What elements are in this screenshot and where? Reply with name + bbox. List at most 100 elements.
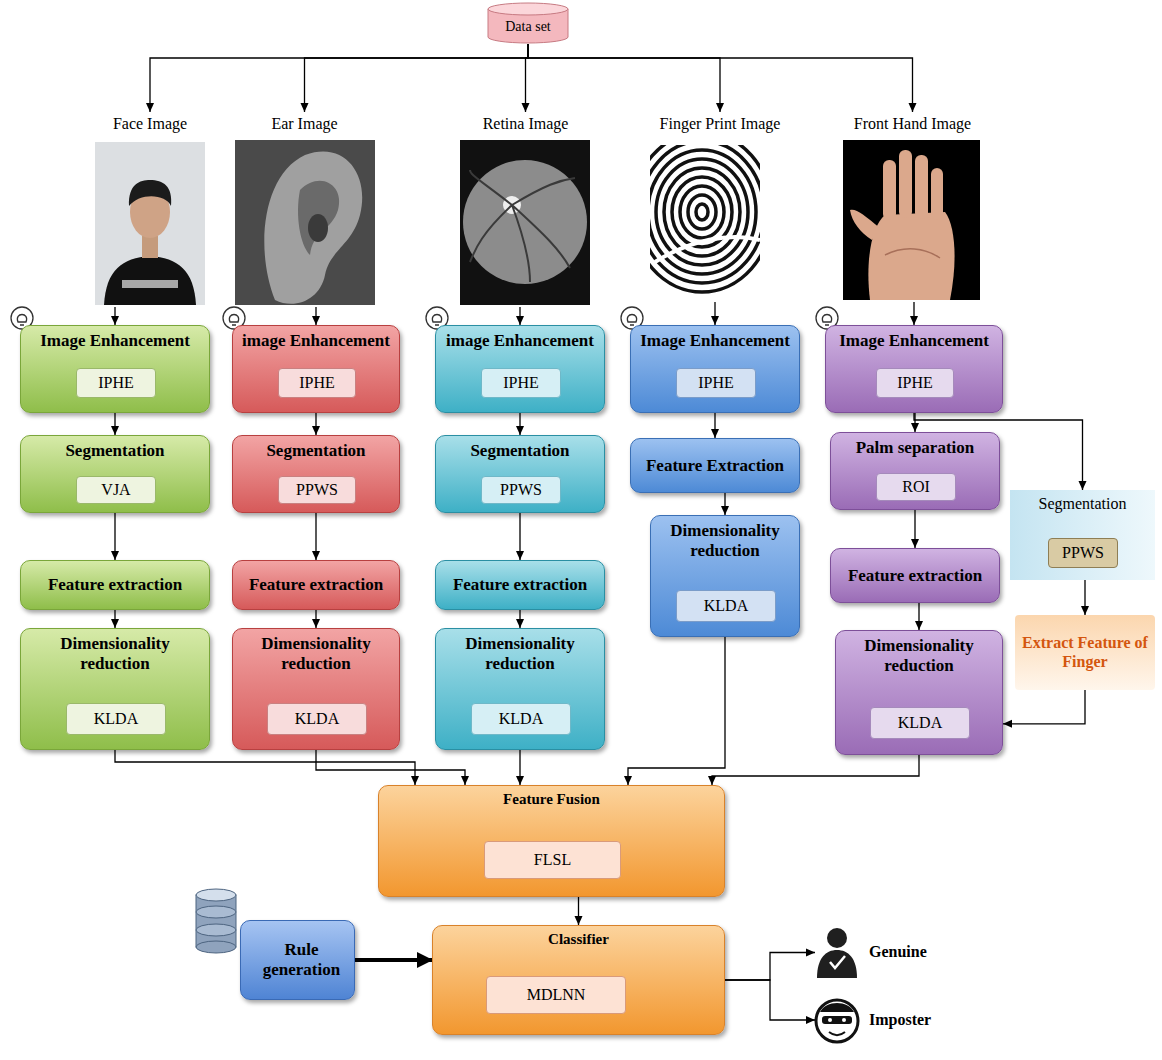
- image-panel: Ear Image: [232, 112, 377, 307]
- stage-box: SegmentationPPWS: [232, 435, 400, 513]
- connector: [578, 897, 579, 925]
- connector: [315, 610, 316, 628]
- node-text: FLSL: [534, 851, 571, 869]
- connector: [714, 413, 715, 438]
- node-text: Segmentation: [1014, 495, 1151, 513]
- stage-box: Image EnhancementIPHE: [20, 325, 210, 413]
- node-text: Front Hand Image: [835, 112, 990, 133]
- image-panel: Retina Image: [458, 112, 593, 307]
- method-box: PPWS: [481, 476, 561, 504]
- process-box: Feature extraction: [435, 560, 605, 610]
- method-box: IPHE: [481, 368, 561, 398]
- node-text: Genuine: [869, 943, 927, 961]
- node-text: Feature Fusion: [383, 791, 720, 808]
- connector: [150, 44, 528, 112]
- connector: [115, 750, 415, 785]
- node-text: Image Enhancement: [830, 331, 998, 351]
- stage-box: SegmentationPPWS: [1010, 490, 1155, 580]
- connector: [519, 750, 520, 785]
- connector: [519, 307, 520, 325]
- process-box: Feature extraction: [232, 560, 400, 610]
- node-text: Face Image: [85, 112, 215, 133]
- node-text: Dimensionality reduction: [840, 636, 998, 675]
- connector: [315, 513, 316, 560]
- connector: [114, 513, 115, 560]
- stage-box: Dimensionality reductionKLDA: [232, 628, 400, 750]
- node-text: image Enhancement: [237, 331, 395, 351]
- node-text: ROI: [902, 478, 930, 496]
- process-box: Rule generation: [240, 920, 355, 1000]
- genuine-person-icon: [817, 928, 857, 978]
- node-text: Feature Extraction: [646, 456, 784, 476]
- node-text: Data set: [505, 19, 550, 35]
- node-text: Extract Feature of Finger: [1021, 634, 1149, 671]
- stage-box: Dimensionality reductionKLDA: [20, 628, 210, 750]
- node-text: KLDA: [295, 710, 339, 728]
- connector: [519, 413, 520, 435]
- connector: [114, 307, 115, 325]
- connector: [714, 302, 715, 325]
- image-panel: Finger Print Image: [645, 112, 795, 302]
- node-text: KLDA: [898, 714, 942, 732]
- node-text: Ear Image: [232, 112, 377, 133]
- connector: [519, 610, 520, 628]
- stage-box: SegmentationPPWS: [435, 435, 605, 513]
- node-text: Imposter: [869, 1011, 931, 1029]
- node-text: KLDA: [94, 710, 138, 728]
- stage-box: Palm separationROI: [830, 432, 1000, 510]
- method-box: KLDA: [267, 703, 367, 735]
- method-box: IPHE: [676, 368, 756, 398]
- method-box: MDLNN: [486, 976, 626, 1014]
- stage-box: image EnhancementIPHE: [435, 325, 605, 413]
- image-panel: Face Image: [85, 112, 215, 307]
- method-box: KLDA: [870, 707, 970, 739]
- node-text: Image Enhancement: [635, 331, 795, 351]
- connector: [316, 750, 465, 785]
- method-box: VJA: [76, 476, 156, 504]
- node-text: Dimensionality reduction: [655, 521, 795, 560]
- node-text: IPHE: [698, 374, 734, 392]
- node-text: Segmentation: [440, 441, 600, 461]
- hand-photo: [843, 140, 980, 300]
- method-box: IPHE: [876, 368, 954, 398]
- node-text: Palm separation: [835, 438, 995, 458]
- connector: [315, 307, 316, 325]
- method-box: KLDA: [471, 703, 571, 735]
- ear-photo: [235, 140, 375, 305]
- stage-box: Dimensionality reductionKLDA: [650, 515, 800, 637]
- imposter-icon: [816, 1000, 858, 1042]
- method-box: PPWS: [278, 476, 356, 504]
- process-box: Feature Extraction: [630, 438, 800, 493]
- node-text: Feature extraction: [249, 575, 383, 595]
- node-text: KLDA: [704, 597, 748, 615]
- database-icon: [196, 889, 236, 953]
- connector: [1084, 580, 1085, 615]
- connector: [913, 302, 914, 325]
- connector: [724, 493, 725, 515]
- connector: [355, 958, 432, 962]
- connector: [725, 980, 815, 1020]
- node-text: Segmentation: [237, 441, 395, 461]
- node-text: Classifier: [437, 931, 720, 948]
- connector: [725, 953, 815, 981]
- connector: [315, 413, 316, 435]
- connector: [628, 637, 725, 785]
- node-text: image Enhancement: [440, 331, 600, 351]
- connector: [1003, 690, 1085, 724]
- method-box: KLDA: [676, 590, 776, 622]
- stage-box: Feature FusionFLSL: [378, 785, 725, 897]
- node-text: MDLNN: [527, 986, 586, 1004]
- stage-box: SegmentationVJA: [20, 435, 210, 513]
- node-text: Finger Print Image: [645, 112, 795, 133]
- node-text: Dimensionality reduction: [25, 634, 205, 673]
- connector: [114, 413, 115, 435]
- node-text: VJA: [101, 481, 130, 499]
- node-text: Dimensionality reduction: [440, 634, 600, 673]
- result-label: Imposter: [815, 990, 945, 1050]
- retina-photo: [460, 140, 590, 305]
- node-text: PPWS: [296, 481, 338, 499]
- stage-box: ClassifierMDLNN: [432, 925, 725, 1035]
- connector: [519, 513, 520, 560]
